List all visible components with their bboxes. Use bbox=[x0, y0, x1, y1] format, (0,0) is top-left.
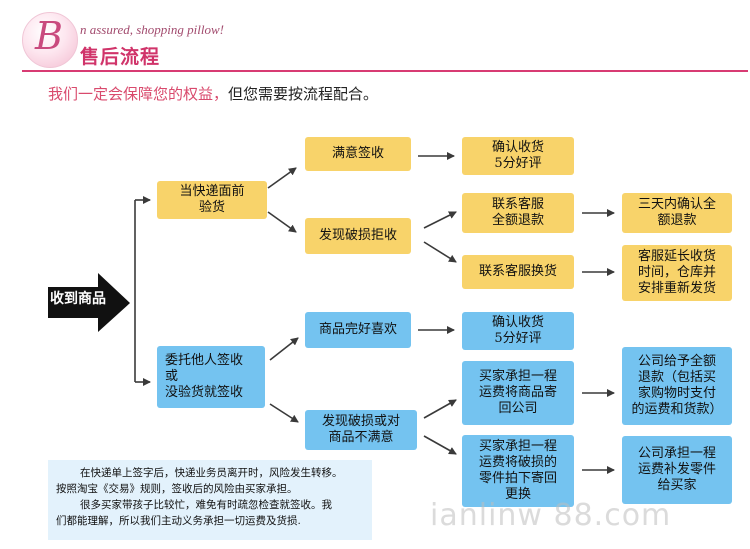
node-contact-refund: 联系客服 全额退款 bbox=[462, 193, 574, 233]
node-delegate-sign: 委托他人签收 或 没验货就签收 bbox=[157, 346, 265, 408]
node-buyer-ship-parts: 买家承担一程 运费将破损的 零件拍下寄回 更换 bbox=[462, 435, 574, 507]
logo-circle bbox=[22, 12, 78, 68]
page-title: 售后流程 bbox=[80, 46, 161, 68]
node-confirm-receipt-2: 确认收货 5分好评 bbox=[462, 312, 574, 350]
node-contact-exchange: 联系客服换货 bbox=[462, 255, 574, 289]
note-line: 们都能理解，所以我们主动义务承担一切运费及货损. bbox=[56, 515, 301, 527]
note-line: 很多买家带孩子比较忙，难免有时疏忽检查就签收。我 bbox=[80, 499, 332, 511]
subtitle-highlight: 我们一定会保障您的权益， bbox=[48, 85, 229, 103]
node-damage-reject: 发现破损拒收 bbox=[305, 218, 411, 254]
header-divider bbox=[22, 70, 748, 72]
node-inspect-on-delivery: 当快递面前 验货 bbox=[157, 181, 267, 219]
node-buyer-ship-return: 买家承担一程 运费将商品寄 回公司 bbox=[462, 361, 574, 425]
node-cs-extend: 客服延长收货 时间，仓库并 安排重新发货 bbox=[622, 245, 732, 301]
note-line: 按照淘宝《交易》规则，签收后的风险由买家承担。 bbox=[56, 483, 298, 495]
start-arrow-shape bbox=[48, 273, 130, 332]
subtitle: 我们一定会保障您的权益，但您需要按流程配合。 bbox=[48, 83, 378, 104]
logo-letter: B bbox=[35, 14, 63, 58]
node-satisfied-sign: 满意签收 bbox=[305, 137, 411, 171]
risk-note: 在快递单上签字后，快递业务员离开时，风险发生转移。 按照淘宝《交易》规则，签收后… bbox=[48, 460, 372, 540]
node-confirm-receipt-1: 确认收货 5分好评 bbox=[462, 137, 574, 175]
start-received-goods: 收到商品 bbox=[50, 291, 106, 307]
watermark: ianlinw 88.com bbox=[430, 498, 672, 533]
node-company-ship-parts: 公司承担一程 运费补发零件 给买家 bbox=[622, 436, 732, 504]
header-slogan: n assured, shopping pillow! bbox=[80, 22, 224, 37]
node-damage-unsatisfied: 发现破损或对 商品不满意 bbox=[305, 410, 417, 450]
subtitle-rest: 但您需要按流程配合。 bbox=[228, 85, 379, 103]
node-goods-intact: 商品完好喜欢 bbox=[305, 312, 411, 348]
note-line: 在快递单上签字后，快递业务员离开时，风险发生转移。 bbox=[80, 467, 343, 479]
node-refund-3days: 三天内确认全 额退款 bbox=[622, 193, 732, 233]
node-company-full-refund: 公司给予全额 退款（包括买 家购物时支付 的运费和货款） bbox=[622, 347, 732, 425]
